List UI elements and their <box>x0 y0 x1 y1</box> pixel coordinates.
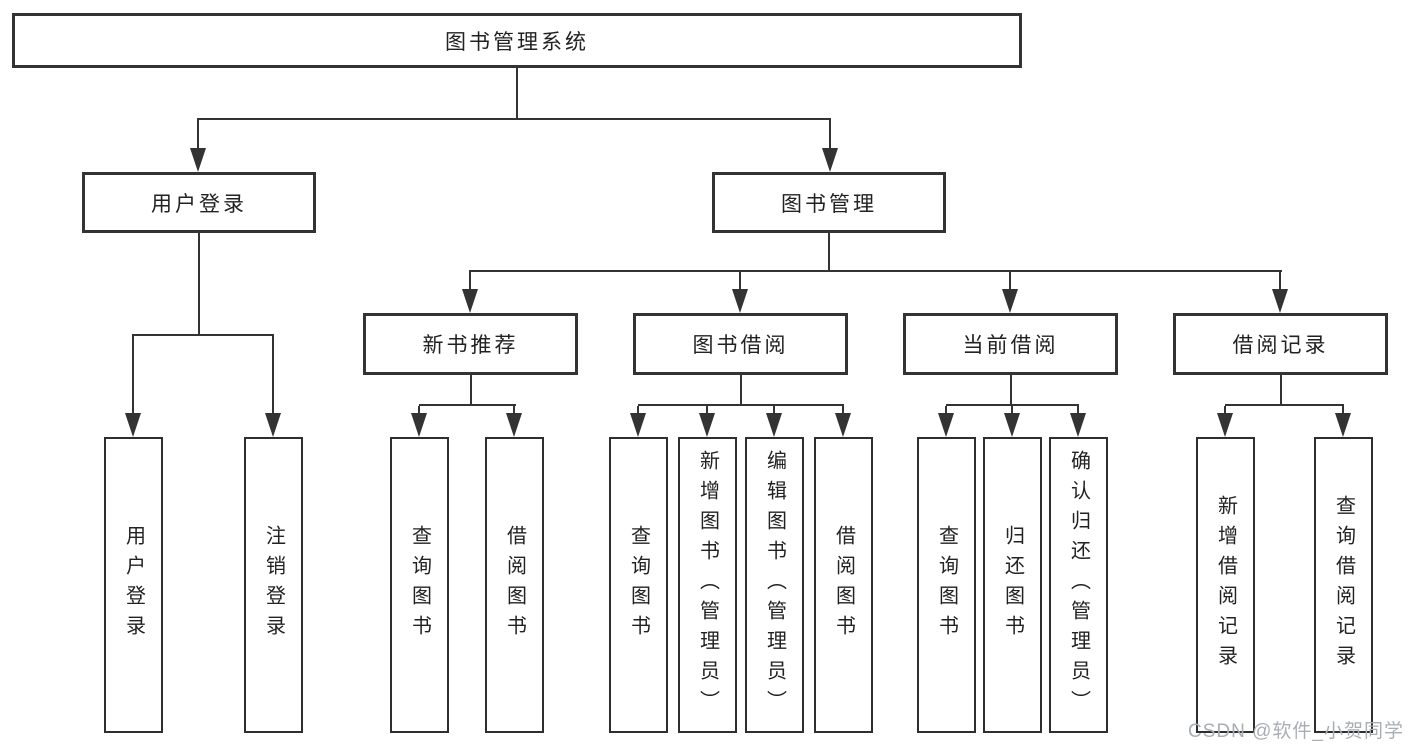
connector-vline <box>1342 406 1344 415</box>
leaf-add-borrow-record: 新增借阅记录 <box>1196 437 1255 733</box>
node-book-borrow: 图书借阅 <box>633 313 848 375</box>
arrow-down-icon <box>1272 289 1288 313</box>
leaf-label: 查询图书 <box>627 525 650 645</box>
leaf-logout: 注销登录 <box>244 437 303 733</box>
arrow-down-icon <box>835 413 851 437</box>
connector-vline <box>470 375 472 406</box>
connector-vline <box>1010 375 1012 406</box>
arrow-down-icon <box>1004 413 1020 437</box>
arrow-down-icon <box>190 148 206 172</box>
leaf-confirm-return-admin: 确认归还（管理员） <box>1049 437 1108 733</box>
connector-vline <box>1224 406 1226 415</box>
connector-vline <box>1279 272 1281 290</box>
arrow-down-icon <box>411 413 427 437</box>
connector-vline <box>773 406 775 415</box>
arrow-down-icon <box>462 289 478 313</box>
leaf-user-login: 用户登录 <box>104 437 163 733</box>
connector-vline <box>272 336 274 414</box>
csdn-watermark: CSDN @软件_小贺同学 <box>1188 721 1404 742</box>
node-library-system: 图书管理系统 <box>12 13 1022 68</box>
connector-vline <box>1011 406 1013 415</box>
leaf-edit-books-admin: 编辑图书（管理员） <box>745 437 804 733</box>
node-new-book-recommend: 新书推荐 <box>363 313 578 375</box>
leaf-label: 借阅图书 <box>503 525 526 645</box>
leaf-label: 查询借阅记录 <box>1332 495 1355 675</box>
connector-vline <box>740 375 742 406</box>
arrow-down-icon <box>699 413 715 437</box>
leaf-label: 新增借阅记录 <box>1214 495 1237 675</box>
leaf-borrow-books: 借阅图书 <box>814 437 873 733</box>
arrow-down-icon <box>506 413 522 437</box>
connector-vline <box>198 233 200 336</box>
connector-vline <box>1077 406 1079 415</box>
arrow-down-icon <box>125 413 141 437</box>
connector-vline <box>706 406 708 415</box>
connector-vline <box>637 406 639 415</box>
leaf-label: 新增图书（管理员） <box>696 450 719 720</box>
connector-hline <box>197 118 831 120</box>
leaf-label: 确认归还（管理员） <box>1067 450 1090 720</box>
arrow-down-icon <box>265 413 281 437</box>
connector-vline <box>945 406 947 415</box>
leaf-return-books: 归还图书 <box>983 437 1042 733</box>
connector-vline <box>469 272 471 290</box>
node-book-management: 图书管理 <box>712 172 946 233</box>
connector-vline <box>1009 272 1011 290</box>
arrow-down-icon <box>766 413 782 437</box>
leaf-query-books-current: 查询图书 <box>917 437 976 733</box>
leaf-label: 编辑图书（管理员） <box>763 450 786 720</box>
leaf-add-books-admin: 新增图书（管理员） <box>678 437 737 733</box>
leaf-label: 归还图书 <box>1001 525 1024 645</box>
leaf-query-borrow-record: 查询借阅记录 <box>1314 437 1373 733</box>
leaf-query-books-recommend: 查询图书 <box>390 437 449 733</box>
arrow-down-icon <box>1217 413 1233 437</box>
leaf-label: 查询图书 <box>408 525 431 645</box>
arrow-down-icon <box>1002 289 1018 313</box>
node-user-login: 用户登录 <box>82 172 316 233</box>
arrow-down-icon <box>732 289 748 313</box>
leaf-query-books-borrow: 查询图书 <box>609 437 668 733</box>
connector-hline <box>1225 404 1344 406</box>
connector-hline <box>419 404 516 406</box>
arrow-down-icon <box>1335 413 1351 437</box>
connector-vline <box>829 120 831 148</box>
connector-vline <box>516 68 518 120</box>
connector-vline <box>132 336 134 414</box>
node-current-borrow: 当前借阅 <box>903 313 1118 375</box>
leaf-label: 注销登录 <box>262 525 285 645</box>
connector-vline <box>828 233 830 272</box>
connector-vline <box>197 120 199 148</box>
connector-vline <box>418 406 420 415</box>
connector-vline <box>1280 375 1282 406</box>
connector-hline <box>638 404 844 406</box>
leaf-label: 查询图书 <box>935 525 958 645</box>
connector-vline <box>739 272 741 290</box>
arrow-down-icon <box>630 413 646 437</box>
arrow-down-icon <box>822 148 838 172</box>
connector-hline <box>469 270 1282 272</box>
connector-hline <box>946 404 1079 406</box>
arrow-down-icon <box>938 413 954 437</box>
node-borrow-records: 借阅记录 <box>1173 313 1388 375</box>
arrow-down-icon <box>1070 413 1086 437</box>
connector-vline <box>842 406 844 415</box>
leaf-label: 借阅图书 <box>832 525 855 645</box>
connector-vline <box>513 406 515 415</box>
leaf-label: 用户登录 <box>122 525 145 645</box>
leaf-borrow-books-recommend: 借阅图书 <box>485 437 544 733</box>
connector-hline <box>132 334 274 336</box>
